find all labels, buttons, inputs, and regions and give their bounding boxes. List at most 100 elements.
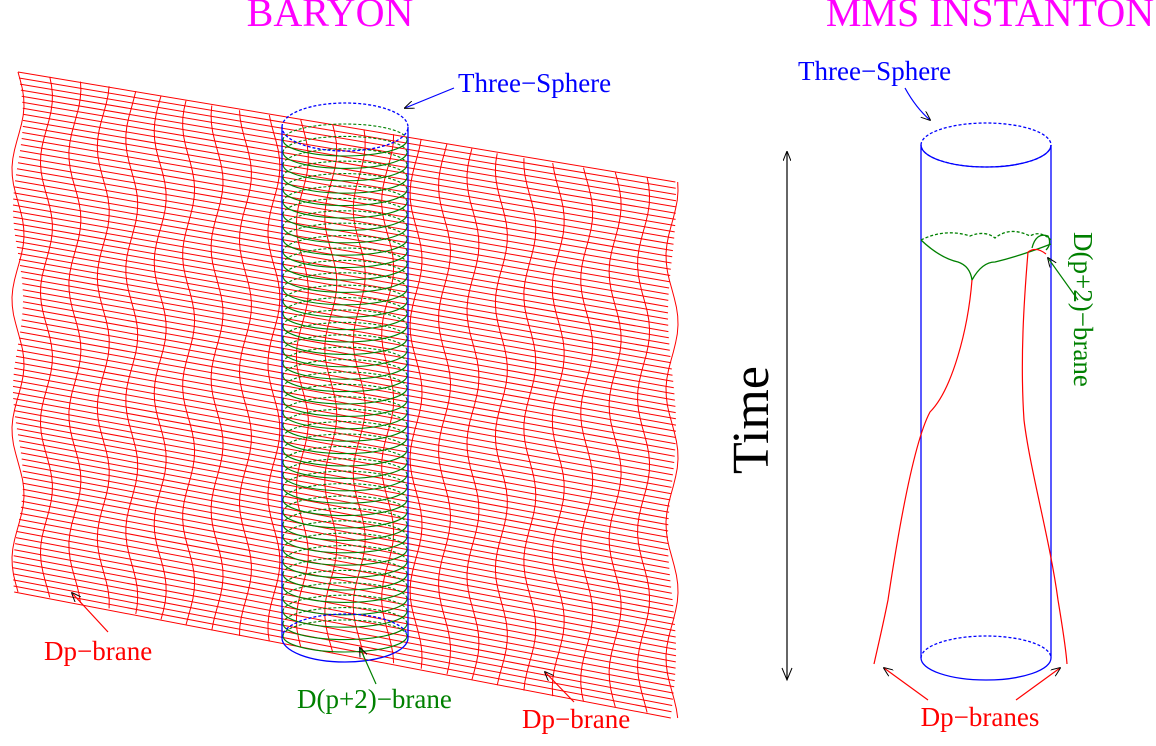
dp2-brane-ring-back — [282, 185, 408, 203]
time-axis: Time — [723, 152, 793, 682]
dp2-brane-ring-front — [282, 586, 408, 603]
dp2-brane-ring-front — [282, 325, 408, 343]
dp-brane-vertical-line — [153, 95, 167, 620]
dp2-brane-ring-back — [282, 495, 408, 513]
dp2-brane-ring-front — [282, 301, 408, 318]
dp-brane-vertical-line — [210, 105, 224, 631]
dp-brane-vertical-line — [438, 143, 452, 675]
baryon-three-sphere-cylinder — [281, 102, 409, 663]
time-label: Time — [723, 366, 780, 474]
mms-dp-branes-pointer-right — [1015, 668, 1060, 701]
baryon-panel: BARYON Three−Sphere Dp−brane D(p+2)−bran… — [11, 0, 679, 734]
dp2-brane-ring-back — [282, 197, 408, 215]
time-arrow-bottom-head — [781, 667, 793, 682]
dp2-brane-ring-front — [282, 214, 408, 231]
dp-brane-vertical-line — [409, 138, 423, 669]
dp2-brane-ring-front — [282, 251, 408, 269]
dp-brane-vertical-line — [295, 119, 309, 647]
mms-dp2-front-curve — [920, 239, 1052, 283]
mms-cylinder-bottom-back — [920, 635, 1052, 659]
baryon-cylinder-bottom-front — [281, 637, 409, 663]
dp2-brane-ring-front — [282, 524, 408, 541]
dp2-brane-ring-front — [282, 263, 408, 281]
dp2-brane-ring-back — [282, 594, 408, 612]
dp2-brane-ring-front — [282, 164, 408, 182]
dp2-brane-ring-front — [282, 499, 408, 517]
dp2-brane-ring-front — [282, 511, 408, 529]
dp2-brane-ring-back — [282, 421, 408, 438]
dp2-brane-ring-back — [282, 619, 408, 637]
dp2-brane-ring-front — [282, 152, 408, 169]
dp-brane-vertical-line — [324, 124, 338, 653]
dp-brane-vertical-line — [580, 167, 594, 702]
mms-dp2-brane-pointer — [1048, 258, 1079, 301]
dp2-brane-ring-back — [282, 545, 408, 562]
dp2-brane-ring-back — [282, 321, 408, 339]
dp2-brane-ring-front — [282, 623, 408, 641]
dp2-brane-ring-front — [282, 387, 408, 405]
dp2-brane-ring-front — [282, 288, 408, 306]
dp2-brane-ring-front — [282, 177, 408, 194]
baryon-cylinder-bottom-back — [281, 613, 409, 639]
dp2-brane-ring-back — [282, 396, 408, 413]
dp-brane-vertical-line — [68, 81, 82, 604]
dp2-brane-ring-front — [282, 474, 408, 492]
dp2-brane-ring-back — [282, 408, 408, 426]
dp2-brane-ring-front — [282, 437, 408, 455]
dp2-brane-ring-back — [282, 148, 408, 165]
dp-brane-vertical-line — [523, 158, 537, 691]
dp2-brane-ring-front — [282, 276, 408, 293]
dp-brane-vertical-line — [96, 86, 110, 609]
mms-dp2-back-curve — [920, 230, 1052, 241]
dp2-brane-ring-front — [282, 635, 408, 653]
dp-brane-vertical-line — [39, 76, 53, 598]
dp-brane-vertical-line — [182, 100, 196, 626]
dp-brane-vertical-line — [238, 110, 252, 636]
mms-title: MMS INSTANTON — [826, 0, 1154, 35]
dp-brane-vertical-line — [381, 134, 395, 664]
mms-dp-branes-label: Dp−branes — [921, 702, 1040, 732]
dp-brane-right-pointer — [545, 672, 575, 703]
dp-brane-vertical-line — [11, 71, 25, 593]
dp2-brane-ring-back — [282, 173, 408, 190]
mms-three-sphere-label: Three−Sphere — [798, 56, 951, 86]
dp2-brane-ring-back — [282, 569, 408, 587]
baryon-title: BARYON — [247, 0, 414, 35]
dp2-brane-pointer — [360, 648, 377, 685]
dp2-brane-ring-back — [282, 507, 408, 525]
mms-three-sphere-cylinder — [920, 122, 1052, 681]
dp2-brane-ring-back — [282, 334, 408, 351]
dp-brane-sheet — [11, 71, 679, 719]
dp2-brane-ring-front — [282, 363, 408, 380]
baryon-three-sphere-label: Three−Sphere — [458, 68, 611, 98]
dp2-brane-ring-back — [282, 259, 408, 277]
dp2-brane-ring-back — [282, 135, 408, 153]
dp2-brane-label: D(p+2)−brane — [297, 684, 452, 714]
dp2-brane-cylinder — [282, 123, 408, 653]
dp2-brane-ring-front — [282, 400, 408, 417]
dp2-brane-ring-front — [282, 449, 408, 467]
mms-dp-brane-curves — [873, 248, 1068, 665]
mms-cylinder-bottom-front — [920, 657, 1052, 681]
dp2-brane-ring-back — [282, 532, 408, 550]
baryon-three-sphere-pointer — [405, 87, 455, 108]
dp2-brane-ring-front — [282, 189, 408, 207]
dp2-brane-ring-back — [282, 346, 408, 364]
dp-brane-vertical-line — [551, 162, 565, 697]
mms-cylinder-top-front — [920, 144, 1052, 168]
mms-dp2-brane-shape — [920, 230, 1052, 283]
dp2-brane-ring-back — [282, 123, 408, 141]
dp2-brane-ring-front — [282, 462, 408, 479]
dp2-brane-ring-front — [282, 201, 408, 219]
dp2-brane-ring-front — [282, 139, 408, 157]
dp2-brane-ring-front — [282, 573, 408, 591]
mms-dp-brane-top-link — [1027, 248, 1047, 255]
dp2-brane-ring-back — [282, 284, 408, 302]
dp-brane-vertical-line — [665, 181, 679, 719]
dp-brane-vertical-line — [267, 114, 281, 642]
mms-dp2-brane-label: D(p+2)−brane — [1068, 232, 1098, 387]
dp2-brane-ring-front — [282, 313, 408, 331]
dp2-brane-ring-front — [282, 412, 408, 430]
dp2-brane-ring-front — [282, 549, 408, 566]
dp2-brane-ring-back — [282, 309, 408, 327]
